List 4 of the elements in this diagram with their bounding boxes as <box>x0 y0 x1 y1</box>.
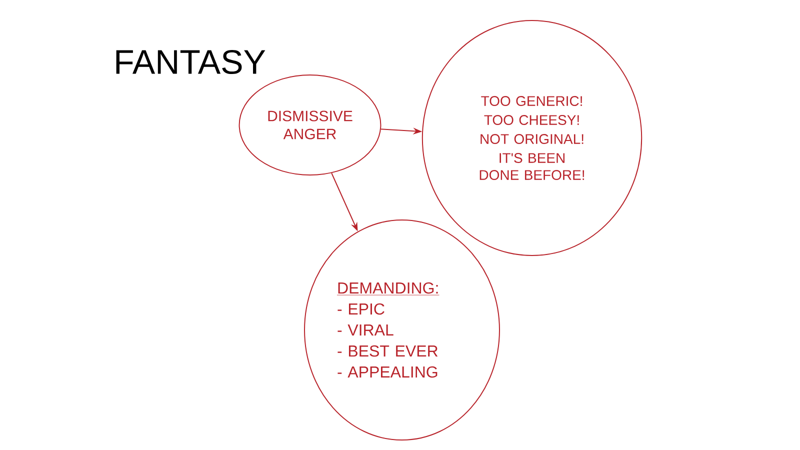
circle-node: DEMANDING: - EPIC - VIRAL - BEST EVER - APPEALING <box>304 220 500 440</box>
title: FANTASY <box>116 50 266 74</box>
circle-node: TOO GENERIC! TOO CHEESY! NOT ORIGINAL! IT'S BEEN DONE BEFORE! <box>422 20 642 256</box>
ellipse-node: DISMISSIVE ANGER <box>238 74 382 176</box>
